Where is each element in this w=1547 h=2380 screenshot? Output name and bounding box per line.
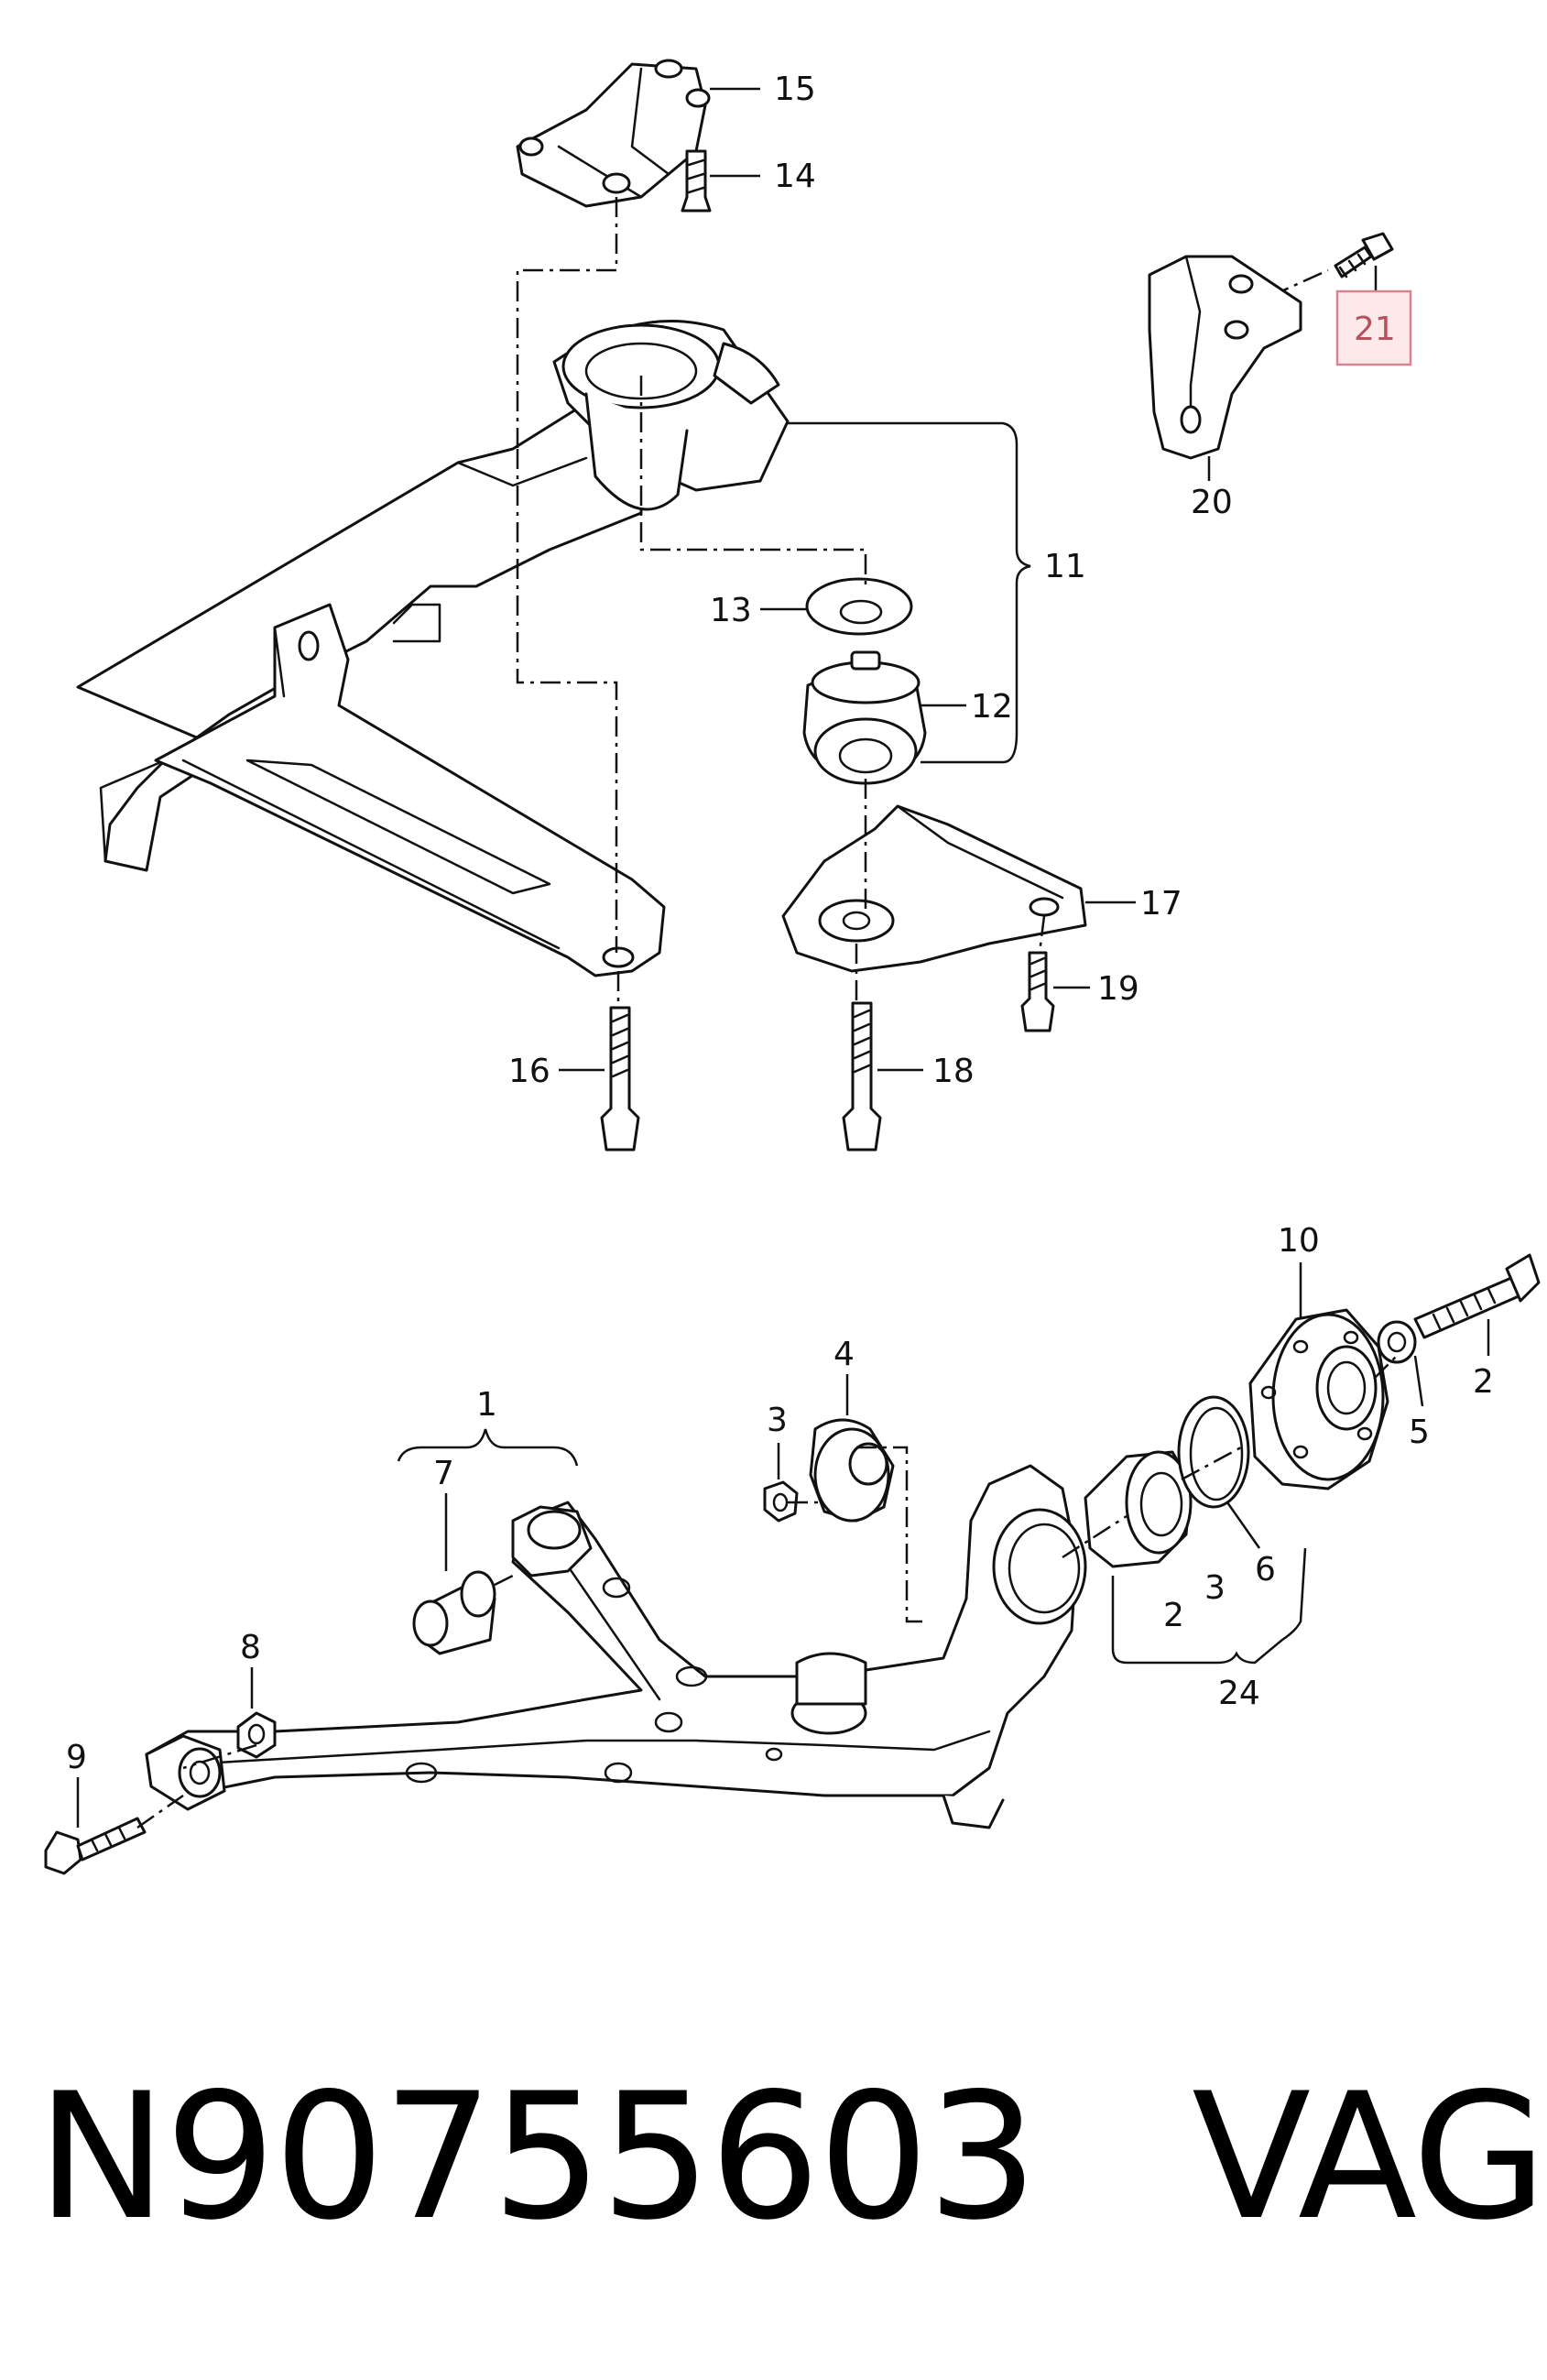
control-bracket-left — [154, 603, 666, 977]
bolt-16 — [600, 1006, 640, 1152]
callout-5: 5 — [1409, 1414, 1430, 1451]
callout-2-top: 2 — [1473, 1363, 1494, 1401]
callout-12: 12 — [971, 688, 1013, 726]
control-arm — [145, 1464, 1078, 1829]
callout-20: 20 — [1191, 484, 1233, 521]
callout-1: 1 — [476, 1386, 497, 1424]
callout-21-highlight — [1335, 289, 1412, 366]
callout-24: 24 — [1218, 1675, 1260, 1712]
arm-bearing-seat — [992, 1508, 1087, 1625]
callout-14: 14 — [774, 158, 816, 195]
callout-9: 9 — [66, 1739, 87, 1776]
callout-13: 13 — [710, 592, 752, 629]
brand-name: VAG — [1192, 2056, 1547, 2258]
bolt-9 — [44, 1817, 147, 1875]
callout-4: 4 — [833, 1336, 855, 1373]
rubber-mount-4 — [809, 1418, 895, 1523]
arm-bushing-rear — [145, 1734, 226, 1811]
assembly-lines-lower — [136, 1355, 1398, 1829]
callout-16: 16 — [508, 1053, 550, 1090]
callout-15: 15 — [774, 71, 816, 108]
mounting-plate — [516, 59, 711, 208]
wheel-bearing — [1084, 1450, 1193, 1568]
bushing-7 — [412, 1570, 496, 1655]
callout-8: 8 — [240, 1629, 261, 1666]
bracket-17 — [781, 804, 1087, 973]
nut-3 — [763, 1480, 799, 1523]
callout-6: 6 — [1255, 1551, 1276, 1588]
bolt-2 — [1413, 1253, 1541, 1339]
callout-2-bottom: 2 — [1163, 1597, 1184, 1634]
callout-3-left: 3 — [767, 1402, 788, 1439]
bolt-14 — [681, 149, 712, 213]
arm-bushing-front — [511, 1505, 593, 1578]
wheel-hub-10 — [1248, 1308, 1389, 1490]
bolt-18 — [842, 1001, 882, 1152]
callout-10: 10 — [1278, 1222, 1320, 1260]
callout-18: 18 — [932, 1053, 975, 1090]
mount-housing — [552, 320, 790, 511]
callout-11: 11 — [1044, 548, 1086, 585]
nut-8 — [236, 1711, 277, 1759]
callout-19: 19 — [1097, 970, 1139, 1008]
assembly-lines-upper — [516, 197, 1329, 1008]
rubber-mount-12 — [802, 650, 927, 785]
washer-5 — [1377, 1320, 1417, 1364]
exploded-parts-diagram: 15 14 11 13 12 17 19 16 18 20 21 10 2 5 … — [44, 59, 1541, 1875]
circlip-6 — [1177, 1395, 1250, 1509]
callout-17: 17 — [1140, 885, 1182, 923]
callout-7: 7 — [433, 1455, 454, 1492]
bolt-21 — [1334, 232, 1394, 278]
callout-3-right: 3 — [1204, 1569, 1226, 1607]
part-number: N90755603 — [37, 2056, 1038, 2258]
callout-21: 21 — [1354, 311, 1396, 348]
bolt-19 — [1020, 951, 1055, 1032]
washer-13 — [805, 577, 913, 636]
bracket-20 — [1148, 255, 1302, 460]
